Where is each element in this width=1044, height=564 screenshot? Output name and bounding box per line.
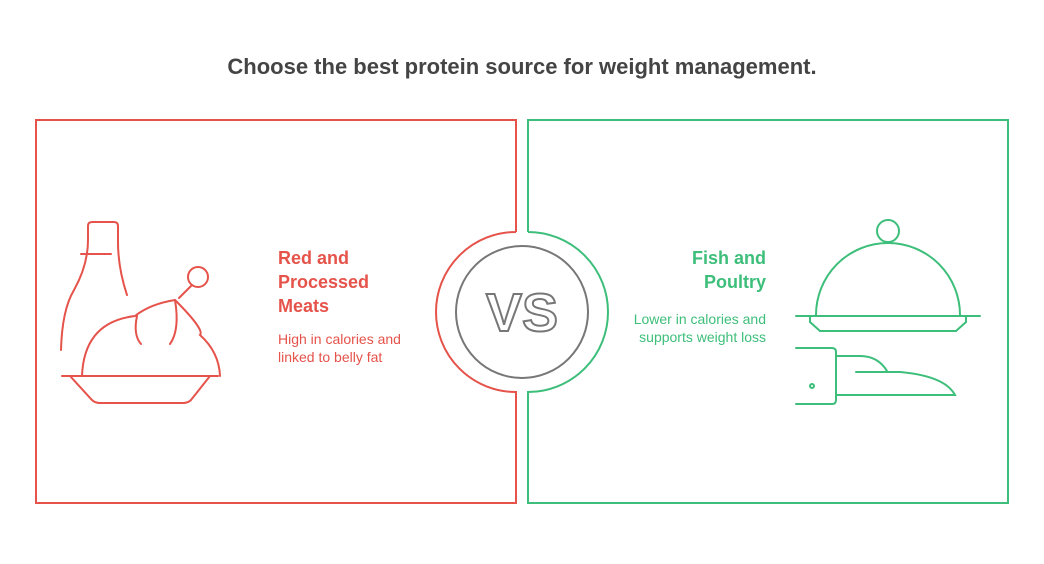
right-heading: Fish and Poultry [691, 248, 766, 292]
hand-icon [795, 347, 837, 405]
chicken-platter-icon [60, 221, 221, 404]
vs-circle [455, 245, 589, 379]
vs-text: VS [486, 283, 558, 343]
page-title: Choose the best protein source for weigh… [227, 54, 817, 79]
left-description: High in calories and linked to belly fat [278, 331, 401, 365]
right-description: Lower in calories and supports weight lo… [633, 311, 766, 345]
serving-cloche-icon [795, 219, 981, 405]
left-heading: Red and Processed Meats [278, 248, 370, 316]
left-panel-border [35, 119, 517, 504]
right-panel-border [527, 119, 1009, 504]
bottle-icon [60, 221, 128, 351]
